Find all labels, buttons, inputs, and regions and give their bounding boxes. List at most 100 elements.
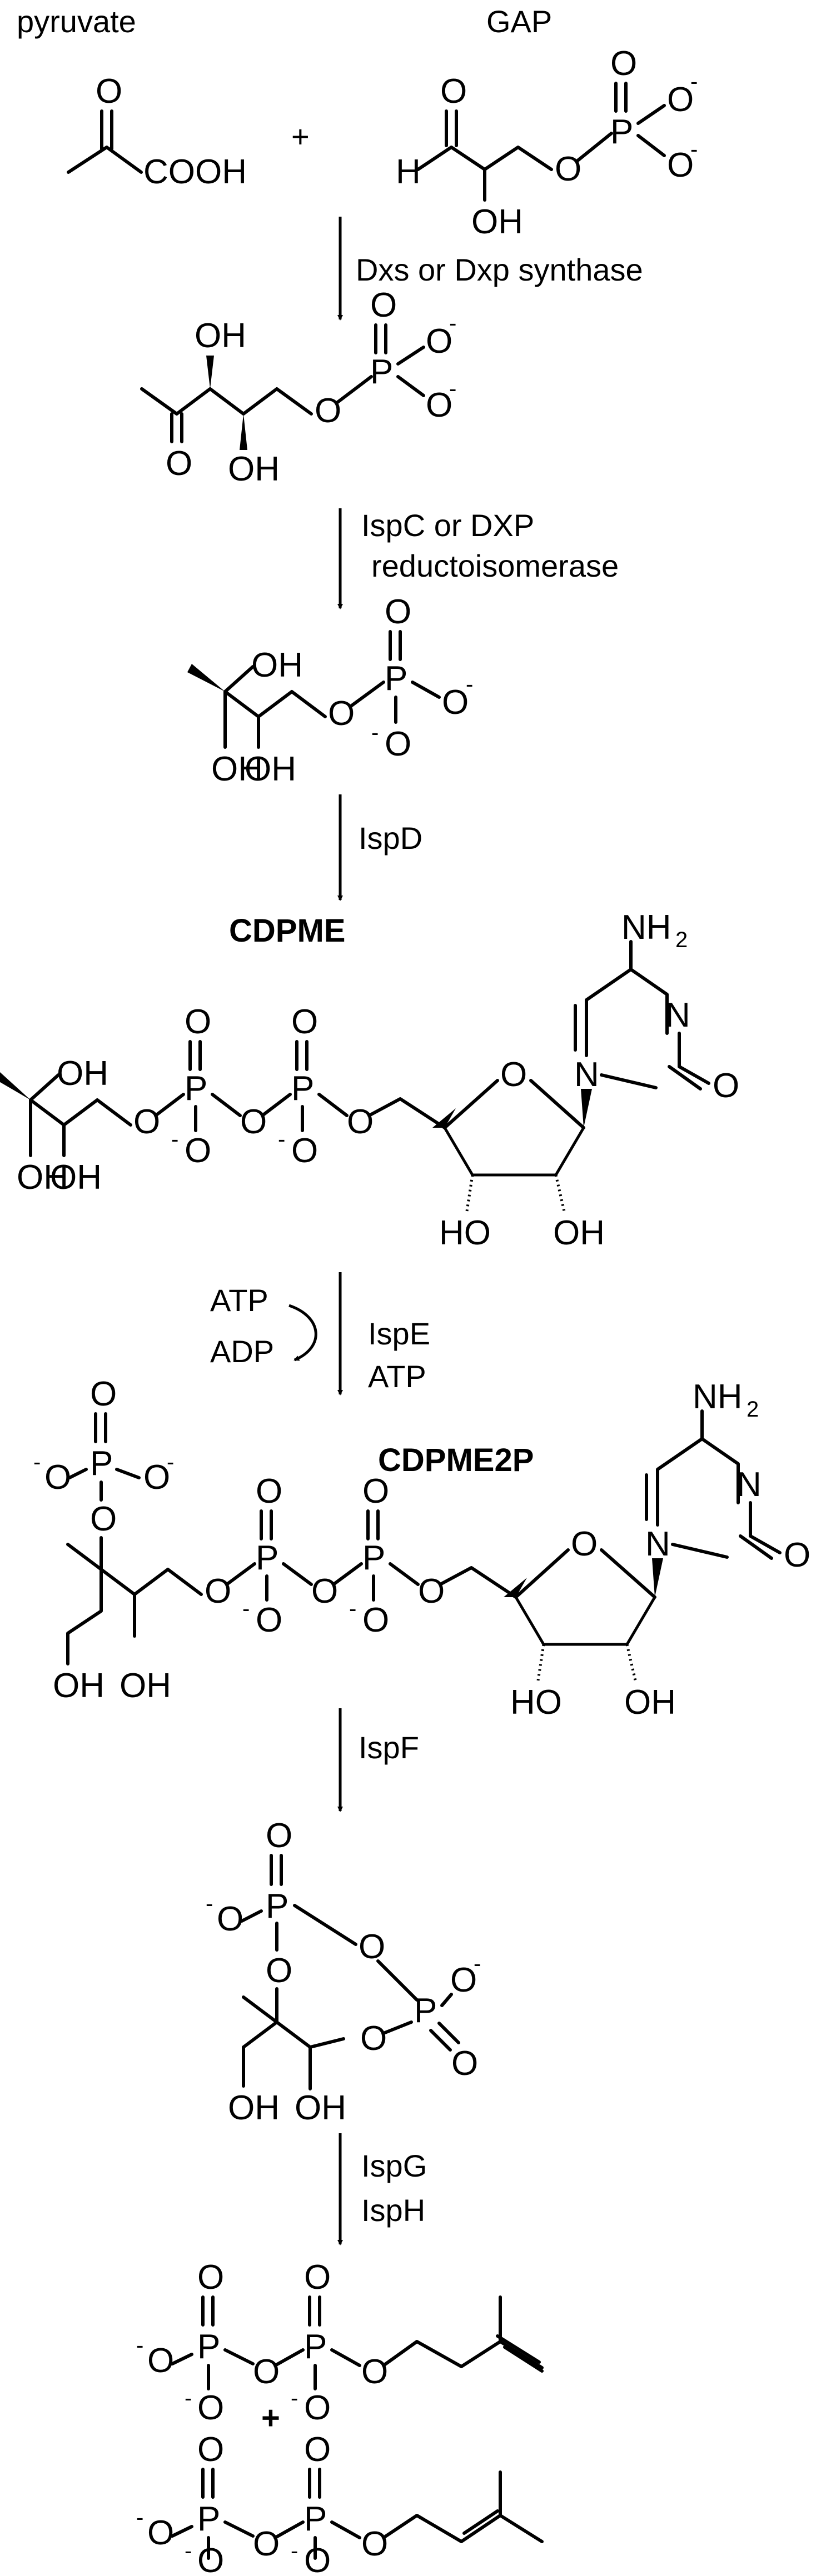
- atom-o: O: [90, 1500, 117, 1538]
- svg-text:-: -: [690, 69, 698, 94]
- atom-h: H: [396, 153, 421, 191]
- atom-o: O: [360, 2019, 387, 2058]
- svg-text:-: -: [291, 2386, 298, 2410]
- atom-p: P: [610, 113, 633, 151]
- atom-o: O: [143, 1458, 170, 1497]
- dmapp-structure: O P O - O - O P O O - O: [136, 2430, 544, 2576]
- gap-structure: GAP O H OH O P O O - O -: [396, 4, 698, 241]
- svg-text:-: -: [33, 1450, 41, 1474]
- atom-o: O: [362, 1601, 389, 1639]
- enzyme-ispe: IspE: [368, 1316, 430, 1351]
- atom-o: O: [304, 2542, 331, 2576]
- atom-p: P: [362, 1539, 385, 1577]
- atom-o: O: [133, 1103, 160, 1141]
- atom-p: P: [304, 2500, 327, 2538]
- atom-o: O: [253, 2525, 280, 2563]
- atom-p: P: [197, 2500, 220, 2538]
- cdpme2p-label: CDPME2P: [378, 1442, 534, 1478]
- enzyme-ispc-line2: reductoisomerase: [371, 548, 619, 583]
- atom-oh: OH: [120, 1667, 171, 1705]
- atom-p: P: [185, 1069, 207, 1108]
- atom-o: O: [328, 694, 355, 733]
- atom-oh: OH: [228, 2089, 280, 2127]
- atom-o: O: [451, 2044, 478, 2083]
- atom-o: O: [385, 725, 411, 763]
- atom-o: O: [197, 2258, 224, 2297]
- atom-o: O: [426, 386, 452, 424]
- atom-o: O: [450, 1961, 477, 1999]
- atom-o: O: [440, 72, 467, 111]
- atom-o: O: [291, 1003, 318, 1041]
- atom-o: O: [205, 1572, 231, 1610]
- atom-oh: OH: [251, 646, 303, 684]
- atom-o: O: [166, 444, 192, 483]
- atom-o: O: [304, 2430, 331, 2469]
- plus-sign: +: [261, 2400, 280, 2436]
- atom-o: O: [555, 150, 581, 188]
- atom-oh: OH: [17, 1158, 68, 1197]
- atom-o: O: [291, 1132, 318, 1170]
- svg-text:-: -: [171, 1127, 178, 1152]
- atom-o: O: [147, 2514, 174, 2552]
- atom-o: O: [610, 44, 637, 83]
- svg-text:-: -: [185, 2386, 192, 2410]
- svg-text:-: -: [136, 2333, 143, 2358]
- atom-o: O: [197, 2389, 224, 2427]
- svg-text:-: -: [185, 2539, 192, 2563]
- atom-p: P: [291, 1069, 314, 1108]
- svg-text:2: 2: [747, 1397, 759, 1422]
- atom-oh: OH: [228, 450, 280, 488]
- atom-o: O: [253, 2353, 280, 2391]
- atom-o: O: [385, 593, 411, 631]
- atom-oh: OH: [295, 2089, 346, 2127]
- atom-oh: OH: [53, 1667, 105, 1705]
- atom-o: O: [266, 1952, 292, 1990]
- atom-cooh: COOH: [143, 153, 247, 191]
- svg-text:-: -: [449, 311, 456, 336]
- atom-o: O: [217, 1900, 243, 1938]
- atom-p: P: [266, 1887, 288, 1925]
- atom-o: O: [426, 322, 452, 361]
- svg-text:-: -: [291, 2539, 298, 2563]
- svg-text:-: -: [136, 2505, 143, 2530]
- ipp-structure: O P O - O - O P O O - O: [136, 2258, 544, 2427]
- atom-o: O: [304, 2258, 331, 2297]
- atom-n: N: [737, 1465, 762, 1504]
- plus-sign: +: [291, 119, 310, 154]
- atom-n: N: [665, 996, 690, 1034]
- atom-o: O: [256, 1472, 282, 1510]
- atom-o: O: [96, 72, 122, 111]
- atom-o: O: [500, 1056, 527, 1094]
- atom-oh: OH: [553, 1214, 605, 1252]
- atom-o: O: [370, 286, 397, 324]
- atom-p: P: [414, 1992, 437, 2030]
- cdpme-label: CDPME: [229, 913, 345, 949]
- svg-text:-: -: [167, 1450, 174, 1474]
- atom-o: O: [304, 2389, 331, 2427]
- enzyme-ispc: IspC or DXP: [361, 508, 534, 543]
- dxp-structure: O OH OH O P O O - O -: [140, 286, 456, 488]
- svg-text:-: -: [278, 1127, 285, 1152]
- atom-p: P: [256, 1539, 278, 1577]
- atom-p: P: [304, 2328, 327, 2366]
- enzyme-ispg: IspG: [361, 2148, 427, 2183]
- atom-o: O: [359, 1928, 385, 1966]
- enzyme-dxs: Dxs or Dxp synthase: [356, 252, 643, 287]
- atom-o: O: [185, 1132, 211, 1170]
- atom-oh: OH: [245, 750, 296, 788]
- atom-o: O: [147, 2342, 174, 2380]
- svg-text:-: -: [349, 1597, 356, 1621]
- svg-text:-: -: [466, 672, 473, 697]
- atom-p: P: [90, 1444, 113, 1483]
- atom-nh: NH: [621, 908, 671, 947]
- cofactor-atp-right: ATP: [368, 1359, 426, 1394]
- enzyme-ispd: IspD: [359, 821, 422, 856]
- gap-label: GAP: [486, 4, 552, 39]
- pyruvate-structure: pyruvate O COOH: [17, 4, 247, 191]
- atom-o: O: [90, 1375, 117, 1413]
- atom-o: O: [667, 146, 694, 184]
- atom-o: O: [256, 1601, 282, 1639]
- cofactor-atp-left: ATP: [210, 1283, 268, 1318]
- atom-o: O: [784, 1536, 810, 1574]
